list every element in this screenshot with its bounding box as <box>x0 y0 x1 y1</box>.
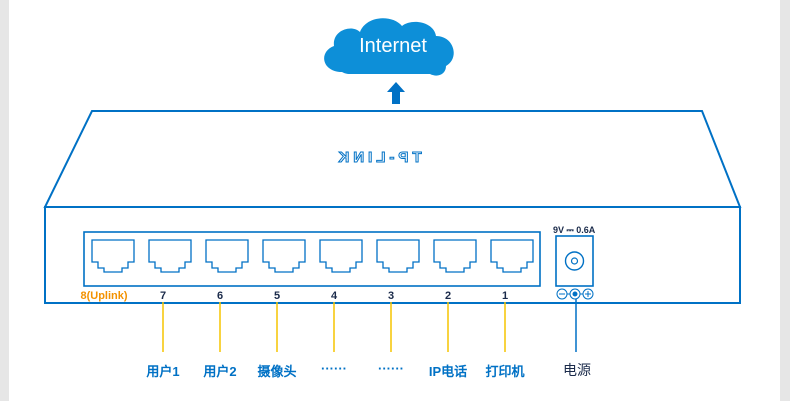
ethernet-port-4 <box>319 239 363 273</box>
port-number-label: 7 <box>159 290 167 302</box>
internet-label: Internet <box>359 35 427 57</box>
port-number-label: 2 <box>444 290 452 302</box>
ethernet-port-7 <box>148 239 192 273</box>
device-connection-lines <box>162 302 506 352</box>
port-number-label: 1 <box>501 290 509 302</box>
power-jack <box>555 235 594 287</box>
polarity-icon <box>556 288 594 300</box>
port-number-label: 3 <box>387 290 395 302</box>
device-label: 摄像头 <box>257 364 297 379</box>
ethernet-port-6 <box>205 239 249 273</box>
port-number-label: 8(Uplink) <box>80 290 128 302</box>
power-rating: 9V ⎓ 0.6A <box>553 225 596 235</box>
port-housing <box>83 231 541 287</box>
port-number-label: 6 <box>216 290 224 302</box>
internet-cloud <box>324 18 454 76</box>
device-label: 用户1 <box>146 364 180 379</box>
device-label: 用户2 <box>203 364 237 379</box>
cloud-shape <box>324 18 454 76</box>
switch-body <box>43 110 742 304</box>
switch-front-panel <box>44 206 741 304</box>
port-number-label: 5 <box>273 290 281 302</box>
ethernet-port-5 <box>262 239 306 273</box>
device-label: 打印机 <box>485 364 525 379</box>
device-label: ······ <box>378 361 404 376</box>
power-label: 电源 <box>563 362 591 378</box>
ethernet-port-2 <box>433 239 477 273</box>
ethernet-port-3 <box>376 239 420 273</box>
device-label: IP电话 <box>428 364 468 379</box>
device-label: ······ <box>321 361 347 376</box>
ethernet-port-8 <box>91 239 135 273</box>
uplink-arrow-icon <box>387 82 405 104</box>
port-number-label: 4 <box>330 290 338 302</box>
port-group <box>91 239 534 273</box>
ethernet-port-1 <box>490 239 534 273</box>
brand-logo-mirrored: TP-LINK <box>334 149 421 166</box>
